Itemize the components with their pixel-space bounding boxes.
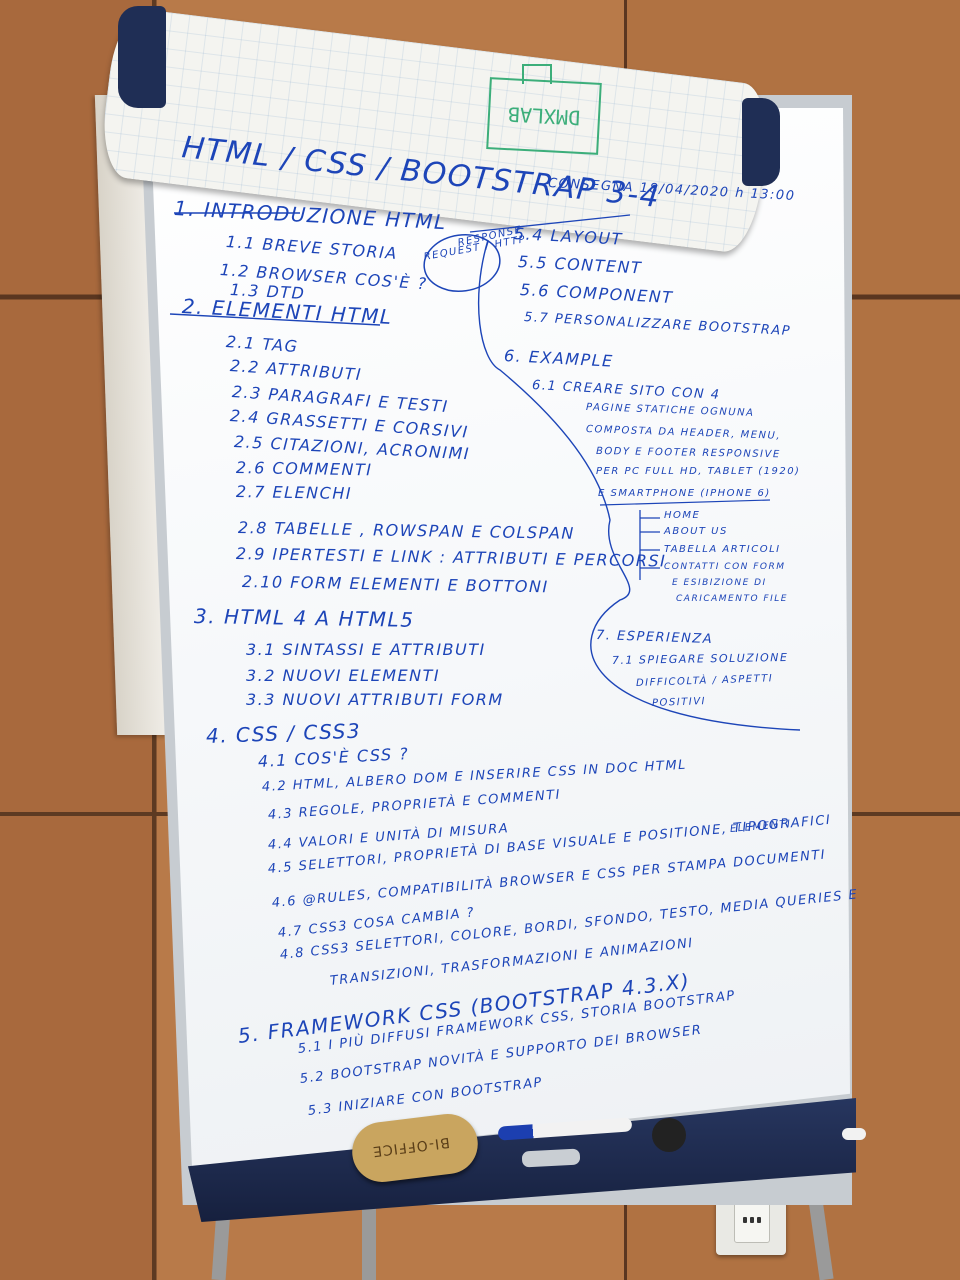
outline-note: E SMARTPHONE (IPHONE 6) [598,488,771,499]
marker-clip [521,1148,581,1168]
outline-item: 2.7 ELENCHI [235,482,353,504]
logo-tab [522,64,552,84]
outline-subitem: E ESIBIZIONE DI [672,578,767,588]
outline-item: 3.1 SINTASSI E ATTRIBUTI [246,640,486,659]
board-magnet[interactable] [652,1118,686,1152]
outline-item: 2.6 COMMENTI [235,458,373,480]
outline-item: 3.2 NUOVI ELEMENTI [246,666,441,685]
outline-subitem: HOME [664,510,701,521]
outline-item: 3.3 NUOVI ATTRIBUTI FORM [246,690,504,709]
outline-item: 3. HTML 4 A HTML5 [193,604,415,632]
flipchart-page [150,108,850,1168]
white-marker[interactable] [842,1128,866,1140]
outline-note: POSITIVI [651,696,707,709]
outline-subitem: CARICAMENTO FILE [676,594,788,604]
eraser-brand: BI-OFFICE [371,1133,451,1160]
easel-leg [362,1190,376,1280]
roll-end-cap [742,98,780,186]
outline-subitem: TABELLA ARTICOLI [664,544,781,555]
outline-subitem: CONTATTI CON FORM [664,562,786,572]
outline-subitem: ABOUT US [664,526,728,537]
roll-end-cap [118,6,166,108]
outline-note: PER PC FULL HD, TABLET (1920) [596,466,801,477]
